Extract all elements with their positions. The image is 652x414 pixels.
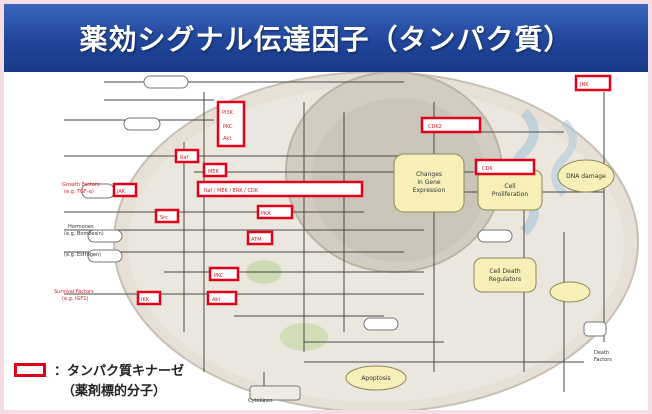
svg-text:MEK: MEK bbox=[208, 169, 219, 175]
svg-text:Apoptosis: Apoptosis bbox=[361, 375, 390, 382]
svg-text:Hormones: Hormones bbox=[68, 224, 94, 230]
svg-text:(e.g. Bombesin): (e.g. Bombesin) bbox=[64, 231, 104, 237]
svg-text:CDK: CDK bbox=[482, 166, 493, 172]
svg-text:CDK2: CDK2 bbox=[428, 124, 442, 130]
svg-text:Akt: Akt bbox=[223, 136, 231, 142]
svg-text:Death: Death bbox=[594, 350, 609, 356]
svg-text:ATM: ATM bbox=[251, 237, 261, 243]
svg-text:PI3K: PI3K bbox=[222, 110, 234, 116]
center-node-labels: Changes in Gene Expression Cell Prolifer… bbox=[361, 171, 606, 382]
svg-text:(e.g. TGF-α): (e.g. TGF-α) bbox=[64, 189, 94, 195]
endoplasmic-reticulum-2 bbox=[551, 119, 577, 197]
svg-text:PKC: PKC bbox=[223, 124, 233, 130]
svg-text:Changes: Changes bbox=[416, 171, 442, 178]
left-input-labels: Growth Factors (e.g. TGF-α) Survival Fac… bbox=[54, 182, 100, 302]
svg-text:Factors: Factors bbox=[594, 357, 612, 363]
kinase-labels: PI3K PKC Akt Raf MEK JAK Src Raf / MEK /… bbox=[116, 82, 589, 303]
svg-text:PKA: PKA bbox=[261, 211, 271, 217]
svg-text:JAK: JAK bbox=[116, 189, 126, 195]
svg-text:Survival Factors: Survival Factors bbox=[54, 289, 94, 295]
slide: 薬効シグナル伝達因子（タンパク質） bbox=[4, 4, 648, 410]
svg-text:(e.g. IGF1): (e.g. IGF1) bbox=[62, 296, 88, 302]
node-gene-expression bbox=[393, 153, 465, 213]
svg-text:in Gene: in Gene bbox=[417, 179, 441, 186]
left-input-labels-dark: Hormones (e.g. Bombesin) (e.g. Estrogen)… bbox=[64, 224, 612, 404]
legend: ：タンパク質キナーゼ （薬剤標的分子） bbox=[14, 360, 214, 404]
legend-line2: （薬剤標的分子） bbox=[62, 384, 167, 399]
svg-text:Proliferation: Proliferation bbox=[492, 191, 528, 198]
node-cell-cycle bbox=[477, 169, 543, 211]
legend-kinase-box-icon bbox=[14, 363, 46, 377]
node-cell-death bbox=[473, 257, 537, 293]
svg-text:JNK: JNK bbox=[579, 82, 589, 88]
svg-text:Growth Factors: Growth Factors bbox=[62, 182, 100, 188]
node-apoptosis bbox=[345, 365, 407, 391]
title-bar: 薬効シグナル伝達因子（タンパク質） bbox=[4, 4, 648, 72]
svg-text:Raf: Raf bbox=[180, 155, 188, 161]
kinase-boxes bbox=[112, 74, 612, 306]
svg-text:Cytokines: Cytokines bbox=[248, 398, 273, 404]
node-mitochondria bbox=[549, 281, 591, 303]
node-dna-damage bbox=[557, 159, 615, 193]
svg-text:DNA damage: DNA damage bbox=[566, 173, 606, 180]
signal-pathway-diagram: PI3K PKC Akt Raf MEK JAK Src Raf / MEK /… bbox=[54, 72, 639, 410]
legend-line1: ：タンパク質キナーゼ bbox=[54, 364, 185, 379]
svg-text:IKK: IKK bbox=[141, 297, 150, 303]
svg-text:Raf / MEK / ERK / CDK: Raf / MEK / ERK / CDK bbox=[204, 188, 259, 194]
svg-text:Expression: Expression bbox=[413, 187, 446, 194]
svg-text:Cell Death: Cell Death bbox=[489, 268, 520, 275]
svg-text:Regulators: Regulators bbox=[489, 276, 521, 283]
svg-text:Akt: Akt bbox=[212, 297, 220, 303]
node-cytokine-receptor bbox=[249, 385, 301, 401]
svg-text:(e.g. Estrogen): (e.g. Estrogen) bbox=[64, 252, 101, 258]
protein-nodes bbox=[81, 75, 607, 337]
svg-text:Src: Src bbox=[160, 215, 168, 221]
slide-title: 薬効シグナル伝達因子（タンパク質） bbox=[79, 23, 573, 56]
svg-text:PKC: PKC bbox=[214, 273, 224, 279]
svg-text:Cell: Cell bbox=[504, 183, 516, 190]
